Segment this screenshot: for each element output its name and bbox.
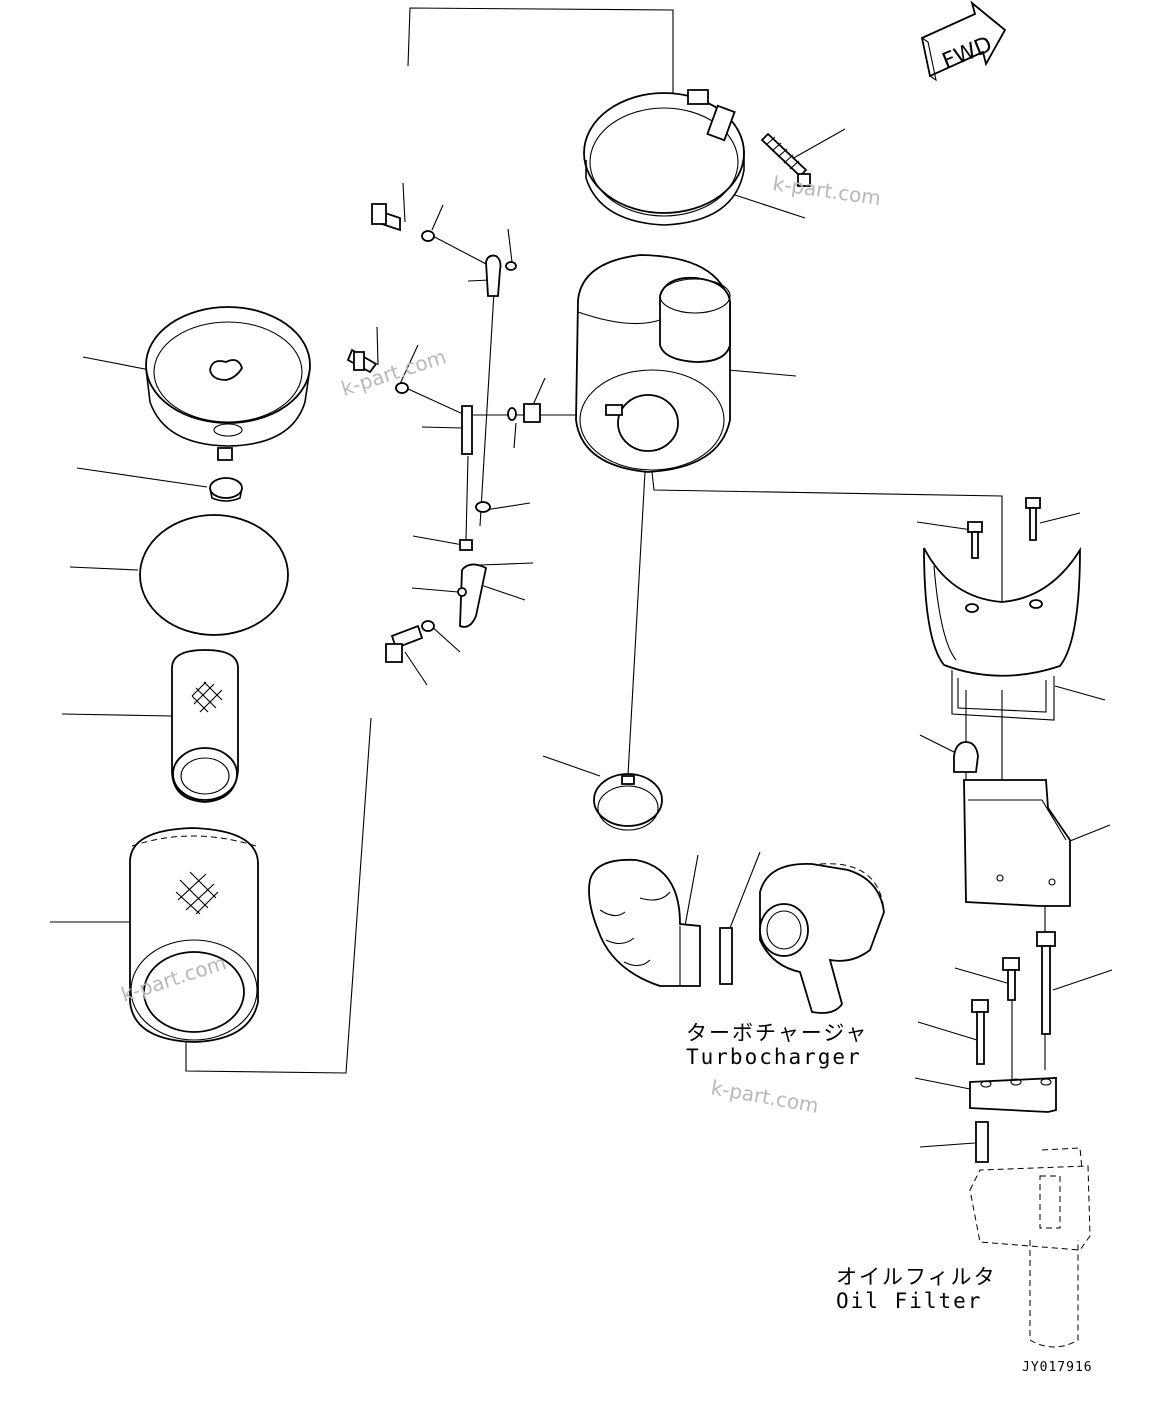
drawing-code: JY017916: [1022, 1360, 1093, 1375]
turbocharger: [760, 864, 884, 1013]
turbocharger-label-en: Turbocharger: [686, 1045, 862, 1069]
oil-filter-label-jp: オイルフィルタ: [836, 1265, 997, 1289]
evacuator-valve: [210, 448, 242, 501]
clamp-bolt: [762, 134, 810, 186]
spacer-pipe: [976, 1122, 988, 1162]
rubber-mount: [954, 742, 978, 772]
mounting-plate: [970, 1078, 1056, 1112]
air-cleaner-cover: [146, 307, 310, 446]
mounting-bolts-lower: [972, 932, 1055, 1064]
oil-filter-label-en: Oil Filter: [836, 1289, 982, 1313]
turbocharger-label-jp: ターボチャージャ: [686, 1021, 868, 1045]
callout-leaders: [50, 129, 1112, 1147]
primary-element: [130, 828, 258, 1042]
watermark: k-part.com: [771, 171, 882, 210]
service-indicator-line: [348, 204, 540, 662]
oil-filter: [970, 1148, 1090, 1347]
lower-bracket: [964, 780, 1070, 906]
band-clamp: [584, 90, 744, 225]
safety-element: [172, 650, 238, 802]
o-ring-seal: [140, 515, 288, 635]
cleaner-support-bracket: [924, 548, 1080, 720]
hose-clamp: [594, 774, 662, 830]
fwd-arrow-icon: FWD: [922, 3, 1005, 80]
mounting-bolts-upper: [968, 498, 1040, 558]
watermark: k-part.com: [709, 1075, 820, 1118]
air-cleaner-body: [576, 255, 730, 472]
gasket-strip: [720, 928, 732, 984]
elbow-hose: [589, 860, 700, 986]
